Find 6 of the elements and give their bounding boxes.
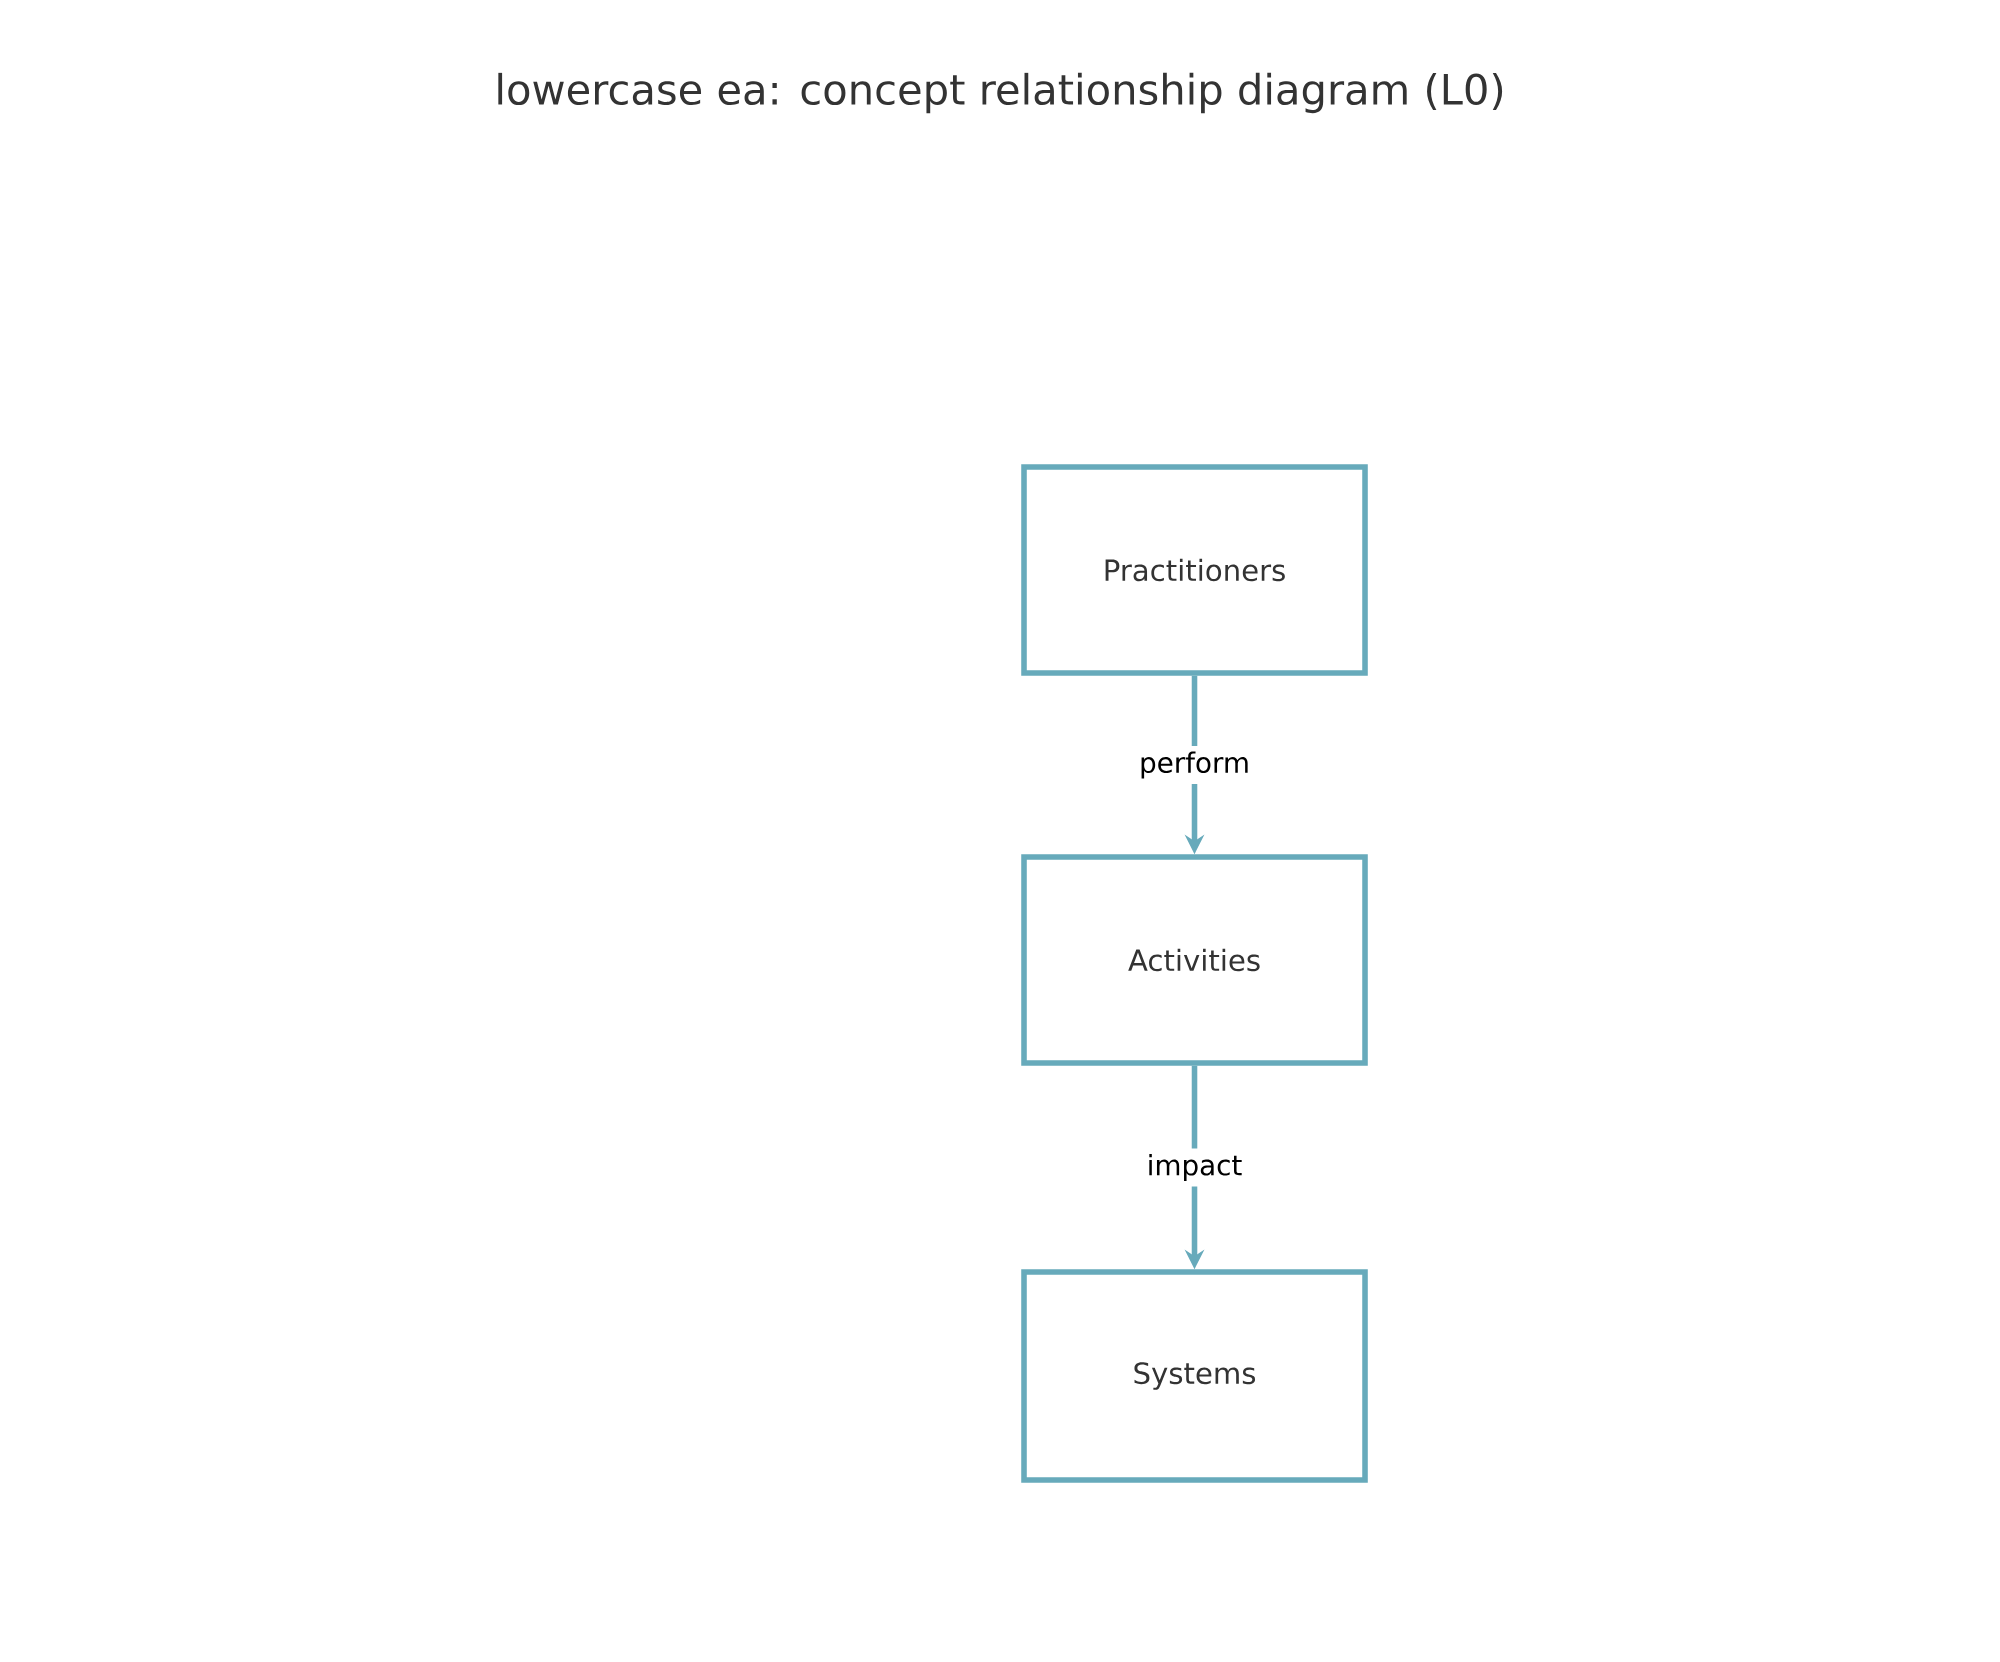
edge-label: perform — [1133, 746, 1256, 784]
concept-box: Systems — [1021, 1269, 1368, 1483]
title: lowercase ea: concept relationship diagram (L0) — [498, 72, 1503, 114]
edge-label: impact — [1141, 1148, 1248, 1187]
concept-box: Practitioners — [1021, 464, 1368, 676]
concept-box: Activities — [1021, 854, 1368, 1066]
